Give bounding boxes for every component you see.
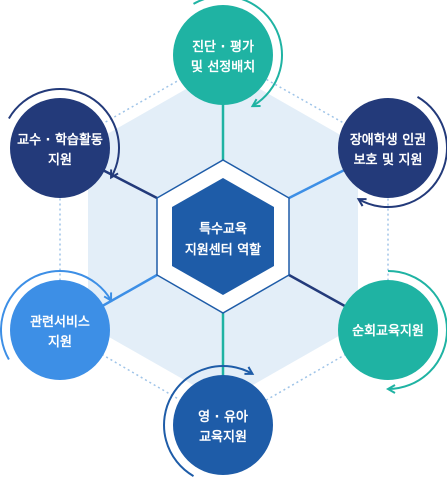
arrow-bottom-left (103, 292, 113, 303)
label-top-left-line1: 교수 · 학습활동 (17, 132, 103, 148)
arrow-top-right (356, 198, 367, 207)
center-title-line1: 특수교육 (199, 221, 247, 237)
arrow-top (250, 98, 261, 108)
circle-bottom-left (10, 280, 110, 380)
label-bottom-right-line1: 순회교육지원 (352, 323, 424, 339)
label-top-right-line2: 보호 및 지원 (354, 153, 423, 168)
label-top-line2: 및 선정배치 (191, 59, 255, 75)
arrow-bottom-right (385, 384, 396, 394)
circle-bottom-right (338, 280, 438, 380)
arc-top (193, 0, 283, 107)
label-bottom-left-line2: 지원 (48, 335, 72, 350)
center-hexagon (172, 178, 274, 295)
arc-top-right (358, 96, 447, 208)
circle-bottom (173, 375, 273, 475)
node-top: 진단 · 평가및 선정배치 (173, 0, 283, 108)
arrow-bottom (244, 366, 255, 375)
label-bottom-line2: 교육지원 (199, 429, 247, 445)
circle-top-right (338, 98, 438, 198)
label-bottom-left-line1: 관련서비스 (30, 314, 90, 330)
arrow-top-left (110, 169, 119, 180)
arc-bottom-left (0, 270, 112, 360)
arc-top-left (8, 88, 120, 178)
arc-bottom (163, 365, 253, 477)
circle-top-left (10, 98, 110, 198)
label-top-line1: 진단 · 평가 (192, 39, 254, 55)
label-top-right-line1: 장애학생 인권 (350, 132, 426, 148)
center-title-line2: 지원센터 역할 (185, 242, 261, 258)
label-top-left-line2: 지원 (48, 153, 72, 168)
circle-top (173, 5, 273, 105)
label-bottom-line1: 영 · 유아 (198, 409, 248, 425)
connector-lines (59, 55, 389, 425)
